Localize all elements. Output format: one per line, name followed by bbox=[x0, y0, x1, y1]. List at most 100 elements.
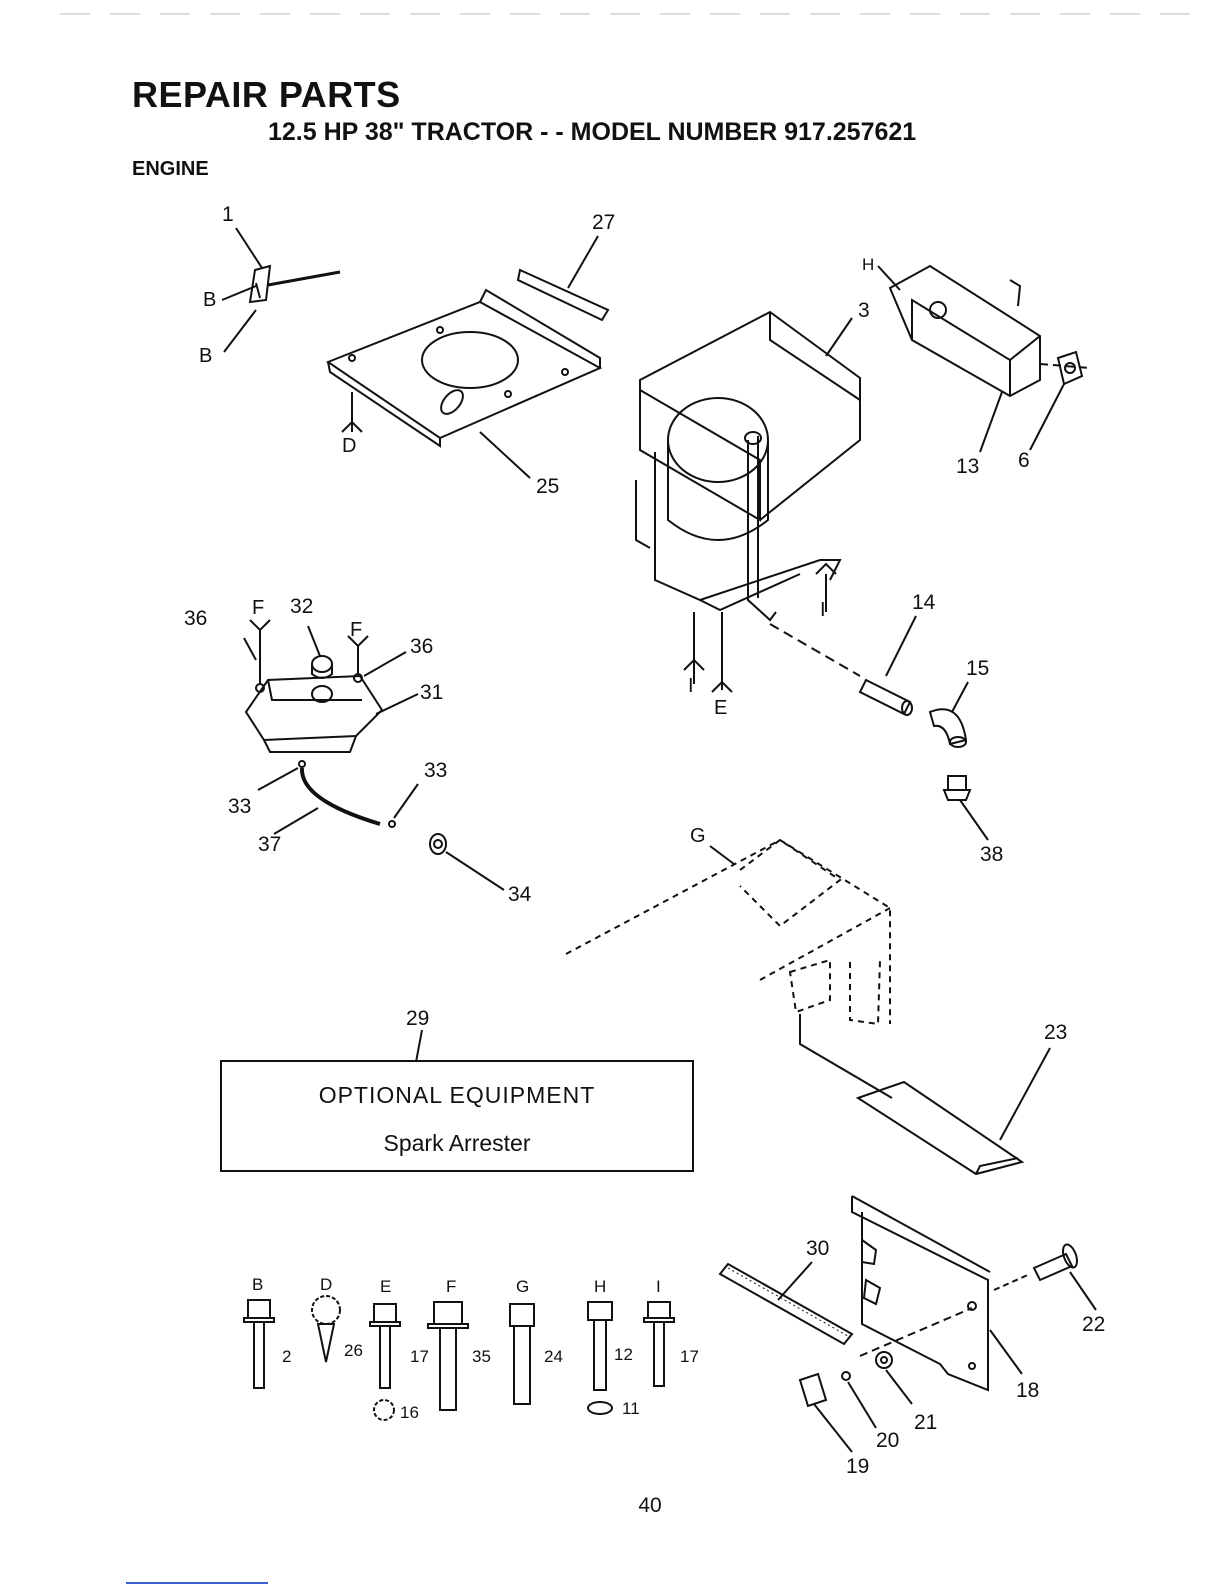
fuel-line-37-drawing bbox=[302, 768, 380, 824]
frame-dashed-drawing bbox=[566, 840, 890, 1024]
letter-i-1: I bbox=[688, 676, 694, 696]
hardware-row-drawing bbox=[244, 1296, 674, 1420]
hardware-header-f: F bbox=[446, 1278, 456, 1295]
callout-29: 29 bbox=[406, 1008, 429, 1029]
callout-32: 32 bbox=[290, 596, 313, 617]
hardware-part-17-i: 17 bbox=[680, 1348, 699, 1365]
letter-b-2: B bbox=[199, 346, 212, 366]
marker-f1 bbox=[250, 620, 270, 630]
callout-15: 15 bbox=[966, 658, 989, 679]
nut-20-drawing bbox=[842, 1372, 850, 1380]
callout-27: 27 bbox=[592, 212, 615, 233]
callout-14: 14 bbox=[912, 592, 935, 613]
leader-38 bbox=[960, 800, 988, 840]
callout-19: 19 bbox=[846, 1456, 869, 1477]
muffler-13-drawing bbox=[890, 266, 1040, 396]
letter-f-1: F bbox=[252, 598, 264, 618]
letter-d: D bbox=[342, 436, 356, 456]
hardware-part-11: 11 bbox=[622, 1400, 640, 1417]
bolt-22-drawing bbox=[1034, 1243, 1080, 1280]
fuel-cap-32-drawing bbox=[312, 656, 332, 678]
leader-21 bbox=[886, 1370, 912, 1404]
leader-dash-14 bbox=[770, 624, 860, 676]
clip-19-drawing bbox=[800, 1374, 826, 1406]
dipstick-drawing bbox=[250, 266, 340, 302]
callout-33-right: 33 bbox=[424, 760, 447, 781]
leader-32 bbox=[308, 626, 320, 656]
leader-29 bbox=[416, 1030, 422, 1062]
leader-23 bbox=[1000, 1048, 1050, 1140]
hardware-part-24: 24 bbox=[544, 1348, 563, 1365]
callout-1: 1 bbox=[222, 204, 234, 225]
leader-33a bbox=[258, 768, 298, 790]
fitting-34-drawing bbox=[430, 834, 446, 854]
callout-30: 30 bbox=[806, 1238, 829, 1259]
optional-equipment-box: OPTIONAL EQUIPMENT Spark Arrester bbox=[220, 1060, 694, 1172]
callout-34: 34 bbox=[508, 884, 531, 905]
letter-g: G bbox=[690, 826, 706, 846]
letter-b-1: B bbox=[203, 290, 216, 310]
leader-h bbox=[878, 266, 900, 290]
leader-27 bbox=[568, 236, 598, 288]
engine-3-drawing bbox=[636, 312, 860, 620]
page-number: 40 bbox=[600, 1494, 700, 1518]
hardware-part-26: 26 bbox=[344, 1342, 363, 1359]
hardware-header-g: G bbox=[516, 1278, 529, 1295]
shield-23-drawing bbox=[800, 1014, 1022, 1174]
leader-15 bbox=[952, 682, 968, 712]
leader-b2 bbox=[224, 310, 256, 352]
callout-38: 38 bbox=[980, 844, 1003, 865]
hardware-header-i: I bbox=[656, 1278, 661, 1295]
letter-e: E bbox=[714, 698, 727, 718]
strip-30-drawing bbox=[720, 1264, 852, 1344]
callout-22: 22 bbox=[1082, 1314, 1105, 1335]
leader-25 bbox=[480, 432, 530, 478]
callout-20: 20 bbox=[876, 1430, 899, 1451]
leader-14 bbox=[886, 616, 916, 676]
leader-22 bbox=[1070, 1272, 1096, 1310]
leader-g bbox=[710, 846, 734, 864]
strip-27-drawing bbox=[518, 270, 608, 320]
leader-19 bbox=[814, 1404, 852, 1452]
leader-30 bbox=[778, 1262, 812, 1300]
callout-25: 25 bbox=[536, 476, 559, 497]
callout-33-left: 33 bbox=[228, 796, 251, 817]
hardware-part-2: 2 bbox=[282, 1348, 291, 1365]
leader-33b bbox=[394, 784, 418, 818]
panel-18-drawing bbox=[852, 1196, 990, 1390]
callout-13: 13 bbox=[956, 456, 979, 477]
optional-equipment-item: Spark Arrester bbox=[222, 1130, 692, 1157]
letter-f-2: F bbox=[350, 620, 362, 640]
leader-3 bbox=[826, 318, 852, 356]
hardware-part-16: 16 bbox=[400, 1404, 419, 1421]
hardware-part-17-e: 17 bbox=[410, 1348, 429, 1365]
callout-18: 18 bbox=[1016, 1380, 1039, 1401]
fuel-tank-31-drawing bbox=[246, 676, 382, 752]
callout-23: 23 bbox=[1044, 1022, 1067, 1043]
leader-36a bbox=[244, 638, 256, 660]
leader-6 bbox=[1030, 384, 1064, 450]
hardware-header-d: D bbox=[320, 1276, 332, 1293]
letter-i-2: I bbox=[820, 600, 826, 620]
callout-6: 6 bbox=[1018, 450, 1030, 471]
callout-37: 37 bbox=[258, 834, 281, 855]
leader-34 bbox=[446, 852, 504, 890]
hardware-part-35: 35 bbox=[472, 1348, 491, 1365]
leader-1 bbox=[236, 228, 262, 268]
callout-36-left: 36 bbox=[184, 608, 207, 629]
leader-36b bbox=[364, 652, 406, 676]
callout-21: 21 bbox=[914, 1412, 937, 1433]
pipe-14-drawing bbox=[860, 680, 912, 715]
gasket-6-drawing bbox=[1058, 352, 1082, 384]
optional-equipment-title: OPTIONAL EQUIPMENT bbox=[222, 1082, 692, 1109]
leader-18 bbox=[990, 1330, 1022, 1374]
hardware-header-e: E bbox=[380, 1278, 391, 1295]
hardware-part-12: 12 bbox=[614, 1346, 633, 1363]
elbow-15-drawing bbox=[930, 709, 966, 747]
washer-21-drawing bbox=[876, 1352, 892, 1368]
leader-13 bbox=[980, 392, 1002, 452]
leader-37 bbox=[274, 808, 318, 834]
callout-31: 31 bbox=[420, 682, 443, 703]
hardware-header-b: B bbox=[252, 1276, 263, 1293]
